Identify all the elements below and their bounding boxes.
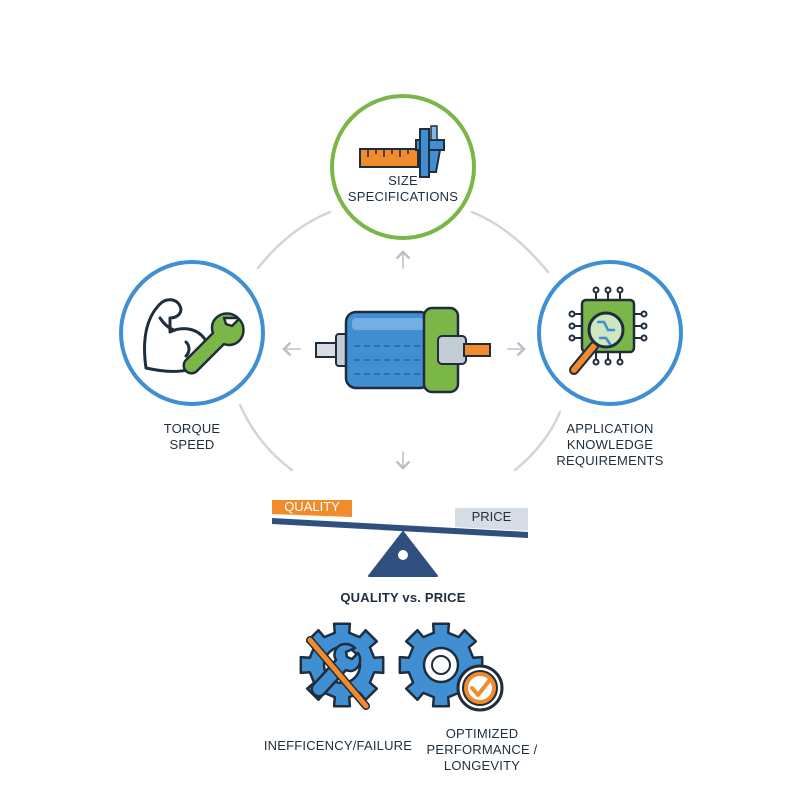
arc-size-to-application xyxy=(470,210,550,274)
torque-label-line: SPEED xyxy=(169,437,215,452)
outcome-label-line: PERFORMANCE / xyxy=(426,742,538,757)
torque-node xyxy=(119,260,265,406)
outcome-label-inefficiency: INEFFICENCY/FAILURE xyxy=(248,738,428,754)
arc-torque-to-size xyxy=(256,210,332,270)
balance-caption: QUALITY vs. PRICE xyxy=(340,590,466,605)
torque-label-line: TORQUE xyxy=(163,421,221,436)
arc-torque-to-balance xyxy=(238,403,294,472)
size-label-line: SIZE xyxy=(388,173,418,188)
size-node xyxy=(330,94,476,240)
caliper-ruler-icon xyxy=(359,125,445,178)
application-label-line: APPLICATION xyxy=(566,421,654,436)
quality-tag-shape xyxy=(272,500,352,517)
connector-arcs xyxy=(238,210,562,472)
outcome-label-line: INEFFICENCY/FAILURE xyxy=(263,738,413,753)
arc-application-to-balance xyxy=(513,410,562,472)
electric-motor-icon xyxy=(315,306,491,394)
application-label-line: KNOWLEDGE xyxy=(566,437,654,452)
size-label-line: SPECIFICATIONS xyxy=(347,189,459,204)
application-label-line: REQUIREMENTS xyxy=(556,453,664,468)
balance-beam xyxy=(272,518,528,538)
broken-gear-icon xyxy=(299,622,385,710)
outcome-label-line: OPTIMIZED xyxy=(445,726,519,741)
torque-label: TORQUE SPEED xyxy=(140,421,244,453)
fulcrum-pin xyxy=(398,550,408,560)
outcome-label-line: LONGEVITY xyxy=(443,758,521,773)
quality-price-balance xyxy=(272,500,528,577)
application-node xyxy=(537,260,683,406)
price-tag-shape xyxy=(455,508,528,531)
wrench-icon xyxy=(182,312,245,375)
size-label: SIZE SPECIFICATIONS xyxy=(333,173,473,205)
motor-arrows xyxy=(282,250,526,470)
quality-tag: QUALITY xyxy=(284,499,340,514)
circuit-magnifier-icon xyxy=(568,286,648,375)
application-label: APPLICATION KNOWLEDGE REQUIREMENTS xyxy=(540,421,680,469)
price-tag: PRICE xyxy=(471,509,512,524)
outcome-label-optimized: OPTIMIZED PERFORMANCE / LONGEVITY xyxy=(408,726,556,774)
gear-checkmark-icon xyxy=(398,622,504,712)
